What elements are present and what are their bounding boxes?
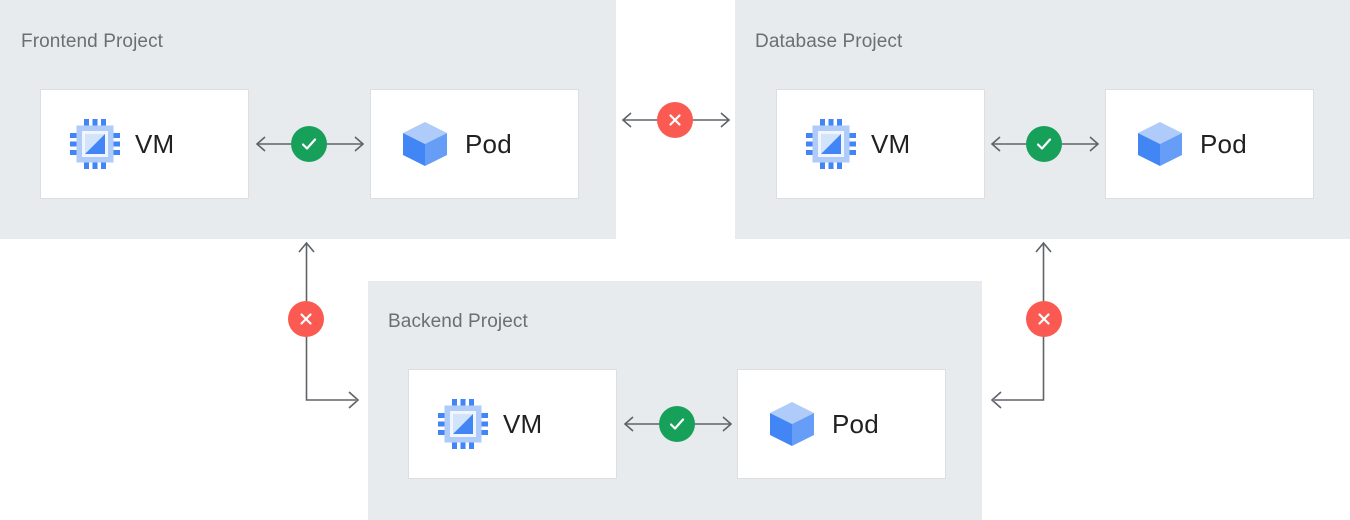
x-circle-icon (300, 313, 312, 325)
panel-backend-title: Backend Project (388, 311, 528, 332)
card-label: Pod (1200, 128, 1247, 159)
status-badge-allowed[interactable] (291, 126, 327, 162)
card-frontend-pod[interactable]: Pod (370, 89, 579, 199)
status-badge-blocked[interactable] (1026, 301, 1062, 337)
status-badge-blocked[interactable] (657, 102, 693, 138)
vm-chip-icon (805, 118, 857, 170)
connector-frontend-backend (290, 236, 380, 411)
card-label: Pod (465, 128, 512, 159)
check-circle-icon (1036, 138, 1052, 150)
panel-frontend-title: Frontend Project (21, 31, 164, 52)
card-backend-vm[interactable]: VM (408, 369, 617, 479)
panel-database-title: Database Project (755, 31, 903, 52)
vm-chip-icon (69, 118, 121, 170)
card-backend-pod[interactable]: Pod (737, 369, 946, 479)
status-badge-blocked[interactable] (288, 301, 324, 337)
card-database-pod[interactable]: Pod (1105, 89, 1314, 199)
check-circle-icon (669, 418, 685, 430)
pod-cube-icon (766, 398, 818, 450)
card-label: Pod (832, 408, 879, 439)
card-label: VM (503, 408, 543, 439)
card-database-vm[interactable]: VM (776, 89, 985, 199)
vm-chip-icon (437, 398, 489, 450)
x-circle-icon (669, 114, 681, 126)
pod-cube-icon (1134, 118, 1186, 170)
card-label: VM (871, 128, 911, 159)
card-label: VM (135, 128, 175, 159)
status-badge-allowed[interactable] (1026, 126, 1062, 162)
status-badge-allowed[interactable] (659, 406, 695, 442)
check-circle-icon (301, 138, 317, 150)
card-frontend-vm[interactable]: VM (40, 89, 249, 199)
connector-database-backend (982, 236, 1072, 411)
x-circle-icon (1038, 313, 1050, 325)
pod-cube-icon (399, 118, 451, 170)
